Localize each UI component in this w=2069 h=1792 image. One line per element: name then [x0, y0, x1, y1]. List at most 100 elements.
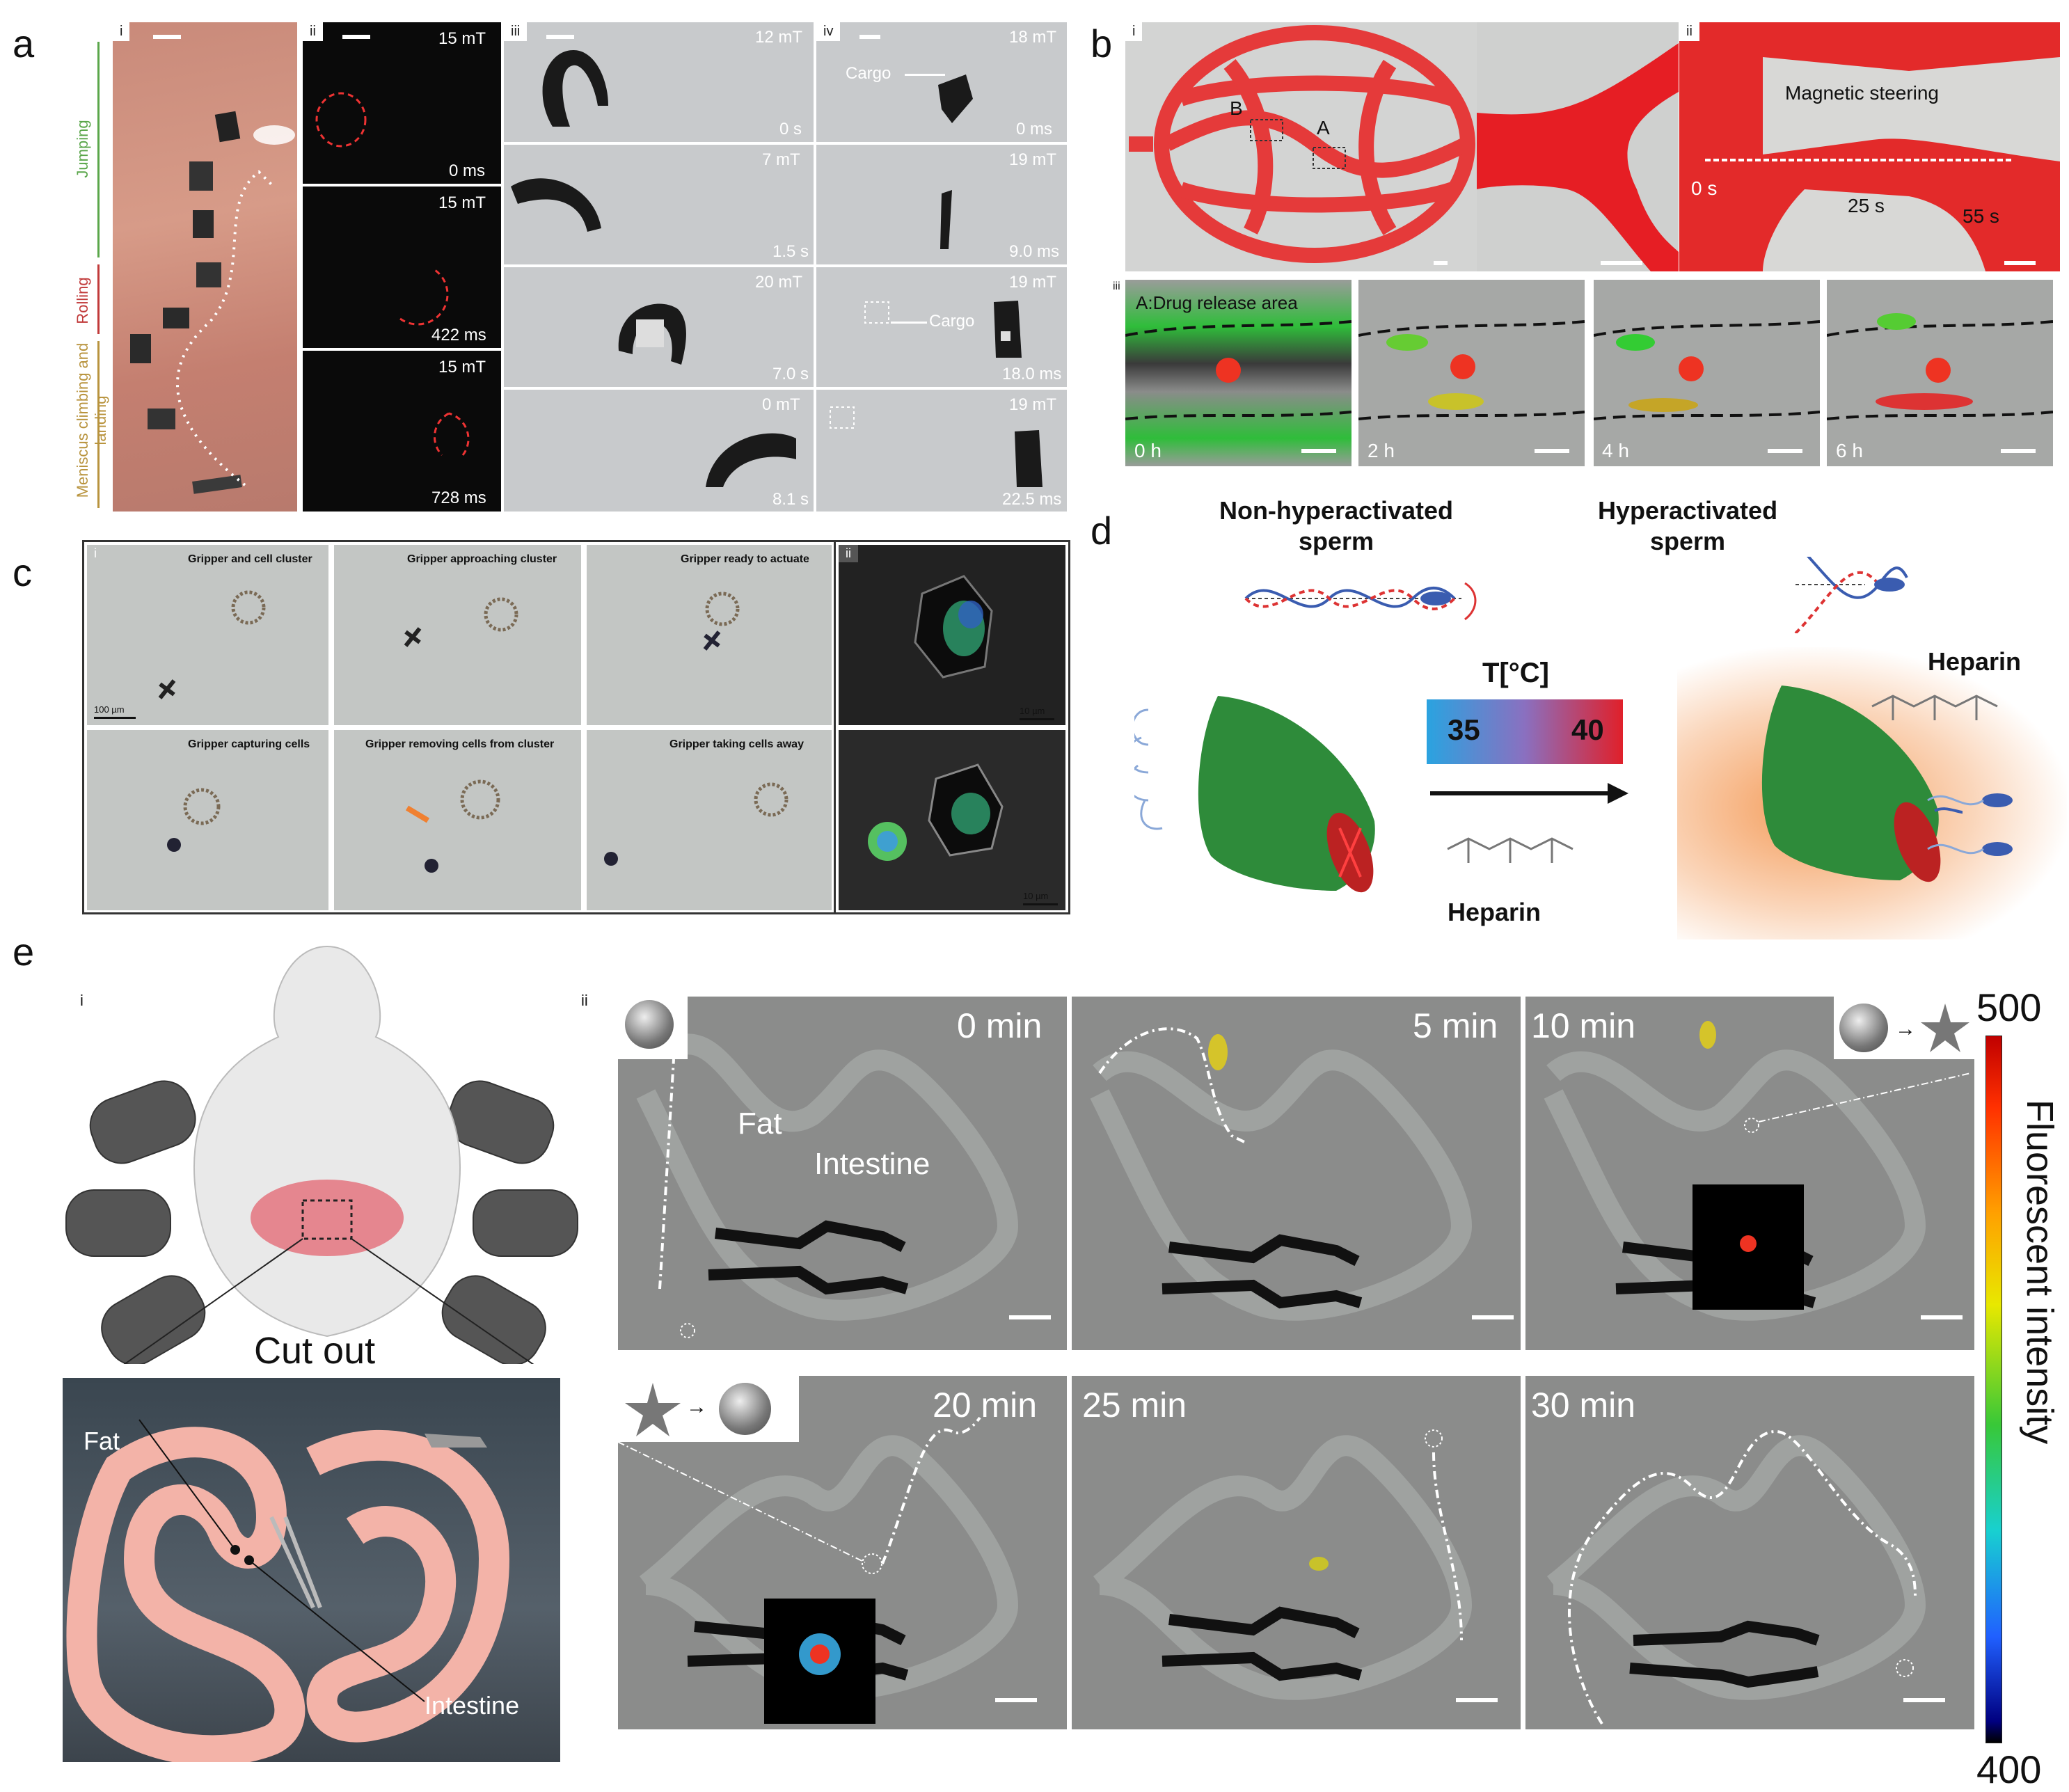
d-temp-bar [1427, 699, 1623, 764]
e-frame-30min [1525, 1376, 1974, 1729]
e-inset-sphere-0 [618, 997, 688, 1059]
e-intestine-photo [63, 1378, 560, 1762]
c-caption-1: Gripper and cell cluster [188, 553, 312, 565]
b-iii-frame-1 [1125, 280, 1351, 466]
a-sub-iii: iii [504, 22, 528, 41]
b-iii-frame-4 [1827, 280, 2053, 466]
a-i-trajectory [130, 111, 295, 494]
d-non-hyper-text: Non-hyperactivated sperm [1219, 496, 1454, 555]
c-ii-top [839, 545, 1065, 725]
e-frame-0min [618, 997, 1067, 1350]
c-cell-5 [334, 730, 581, 910]
a-iii-time-4: 8.1 s [772, 490, 809, 509]
a-iii-field-3: 20 mT [755, 273, 803, 292]
e-scalebar-10 [1921, 1315, 1963, 1319]
panel-letter-e: e [13, 930, 35, 974]
e-arrow-icon-10: → [1895, 1017, 1916, 1040]
a-label-jumping: Jumping [74, 120, 91, 178]
a-iii-frame-4 [504, 390, 814, 512]
c-caption-5: Gripper removing cells from cluster [365, 738, 555, 750]
b-sub-ii: ii [1679, 22, 1699, 41]
a-iv-time-3: 18.0 ms [1002, 365, 1062, 383]
e-frame-25min [1072, 1376, 1521, 1729]
d-sperm-right [1927, 793, 2013, 856]
a-iv-time-2: 9.0 ms [1009, 242, 1060, 261]
b-i-scalebar [1434, 261, 1448, 265]
c-scale-ii-1: 10 µm [1020, 706, 1045, 716]
d-temp-high: 40 [1571, 713, 1604, 746]
d-temp-low: 35 [1448, 713, 1480, 746]
a-iv-field-4: 19 mT [1009, 395, 1057, 414]
a-ii-field-2: 15 mT [438, 193, 486, 212]
a-sub-i: i [113, 22, 130, 41]
b-zoom-scalebar [1601, 261, 1642, 265]
b-iii-time-4: 6 h [1836, 440, 1863, 461]
e-time-0: 0 min [957, 1006, 1043, 1045]
b-steer-time-1: 0 s [1691, 177, 1718, 199]
a-ii-scalebar [342, 35, 370, 39]
e-ii-fat: Fat [738, 1107, 782, 1141]
e-colorbar [1985, 1036, 2002, 1743]
e-time-10: 10 min [1531, 1006, 1636, 1045]
e-time-25: 25 min [1082, 1386, 1187, 1425]
e-inset-morph-10: → [1834, 997, 1974, 1059]
a-label-meniscus: Meniscus climbing and landing [74, 337, 110, 504]
a-iii-frame-2 [504, 145, 814, 264]
b-iii-scalebar-1 [1301, 449, 1336, 453]
b-drug-area: A:Drug release area [1136, 292, 1298, 313]
c-scalebar-i [94, 717, 136, 719]
a-iv-time-1: 0 ms [1016, 120, 1053, 138]
a-iv-field-2: 19 mT [1009, 150, 1057, 169]
e-scalebar-20 [995, 1698, 1037, 1702]
e-frame-20min [618, 1376, 1067, 1729]
b-iii-time-2: 2 h [1368, 440, 1395, 461]
a-iii-field-1: 12 mT [755, 28, 803, 47]
d-cone-right [1761, 685, 1963, 882]
e-mouse-illustration [65, 945, 578, 1364]
e-fat-label: Fat [84, 1427, 120, 1455]
d-waveforms [1244, 557, 1908, 633]
c-cell-4 [87, 730, 328, 910]
a-i-photo [113, 22, 297, 512]
d-temp-label: T[°C] [1482, 658, 1549, 688]
a-iii-frame-3 [504, 267, 814, 387]
e-colorbar-max: 500 [1976, 985, 2042, 1029]
c-cell-6 [587, 730, 832, 910]
e-intestine-label: Intestine [425, 1691, 520, 1720]
a-ii-time-3: 728 ms [431, 489, 486, 507]
b-sub-i: i [1125, 22, 1143, 41]
a-iv-field-3: 19 mT [1009, 273, 1057, 292]
a-iii-time-3: 7.0 s [772, 365, 809, 383]
a-iv-field-1: 18 mT [1009, 28, 1057, 47]
e-arrow-icon-20: → [686, 1395, 707, 1418]
e-sub-ii: ii [581, 992, 588, 1009]
c-cell-2 [334, 545, 581, 725]
a-iii-time-1: 0 s [779, 120, 802, 138]
e-frame-5min [1072, 997, 1521, 1350]
a-ii-frame-1 [303, 22, 501, 184]
a-i-scalebar [153, 35, 181, 39]
c-sub-i: i [87, 545, 104, 562]
b-iii-frame-2 [1358, 280, 1585, 466]
a-iv-frame-2 [816, 145, 1067, 264]
panel-letter-d: d [1091, 509, 1113, 553]
b-ii-steering [1679, 22, 2060, 271]
d-non-hyper-label: Non-hyperactivated sperm [1218, 495, 1454, 557]
c-scalebar-ii-1 [1020, 718, 1054, 720]
a-sub-iv: iv [816, 22, 841, 41]
d-heparin-molecule-right [1871, 695, 1998, 720]
e-scalebar-5 [1472, 1315, 1514, 1319]
b-steering-arrow [1705, 159, 2011, 161]
panel-letter-b: b [1091, 22, 1113, 65]
b-iii-time-3: 4 h [1602, 440, 1629, 461]
a-iii-frame-1 [504, 22, 814, 142]
b-iii-scalebar-2 [1535, 449, 1569, 453]
a-sub-ii: ii [303, 22, 323, 41]
d-heparin-left: Heparin [1448, 898, 1541, 926]
a-iv-time-4: 22.5 ms [1002, 490, 1062, 509]
e-scalebar-25 [1456, 1698, 1498, 1702]
c-scale-ii-2: 10 µm [1023, 891, 1049, 901]
c-ii-bottom [839, 730, 1065, 910]
a-iv-frame-4 [816, 390, 1067, 512]
d-heparin-molecule-left [1447, 837, 1573, 863]
